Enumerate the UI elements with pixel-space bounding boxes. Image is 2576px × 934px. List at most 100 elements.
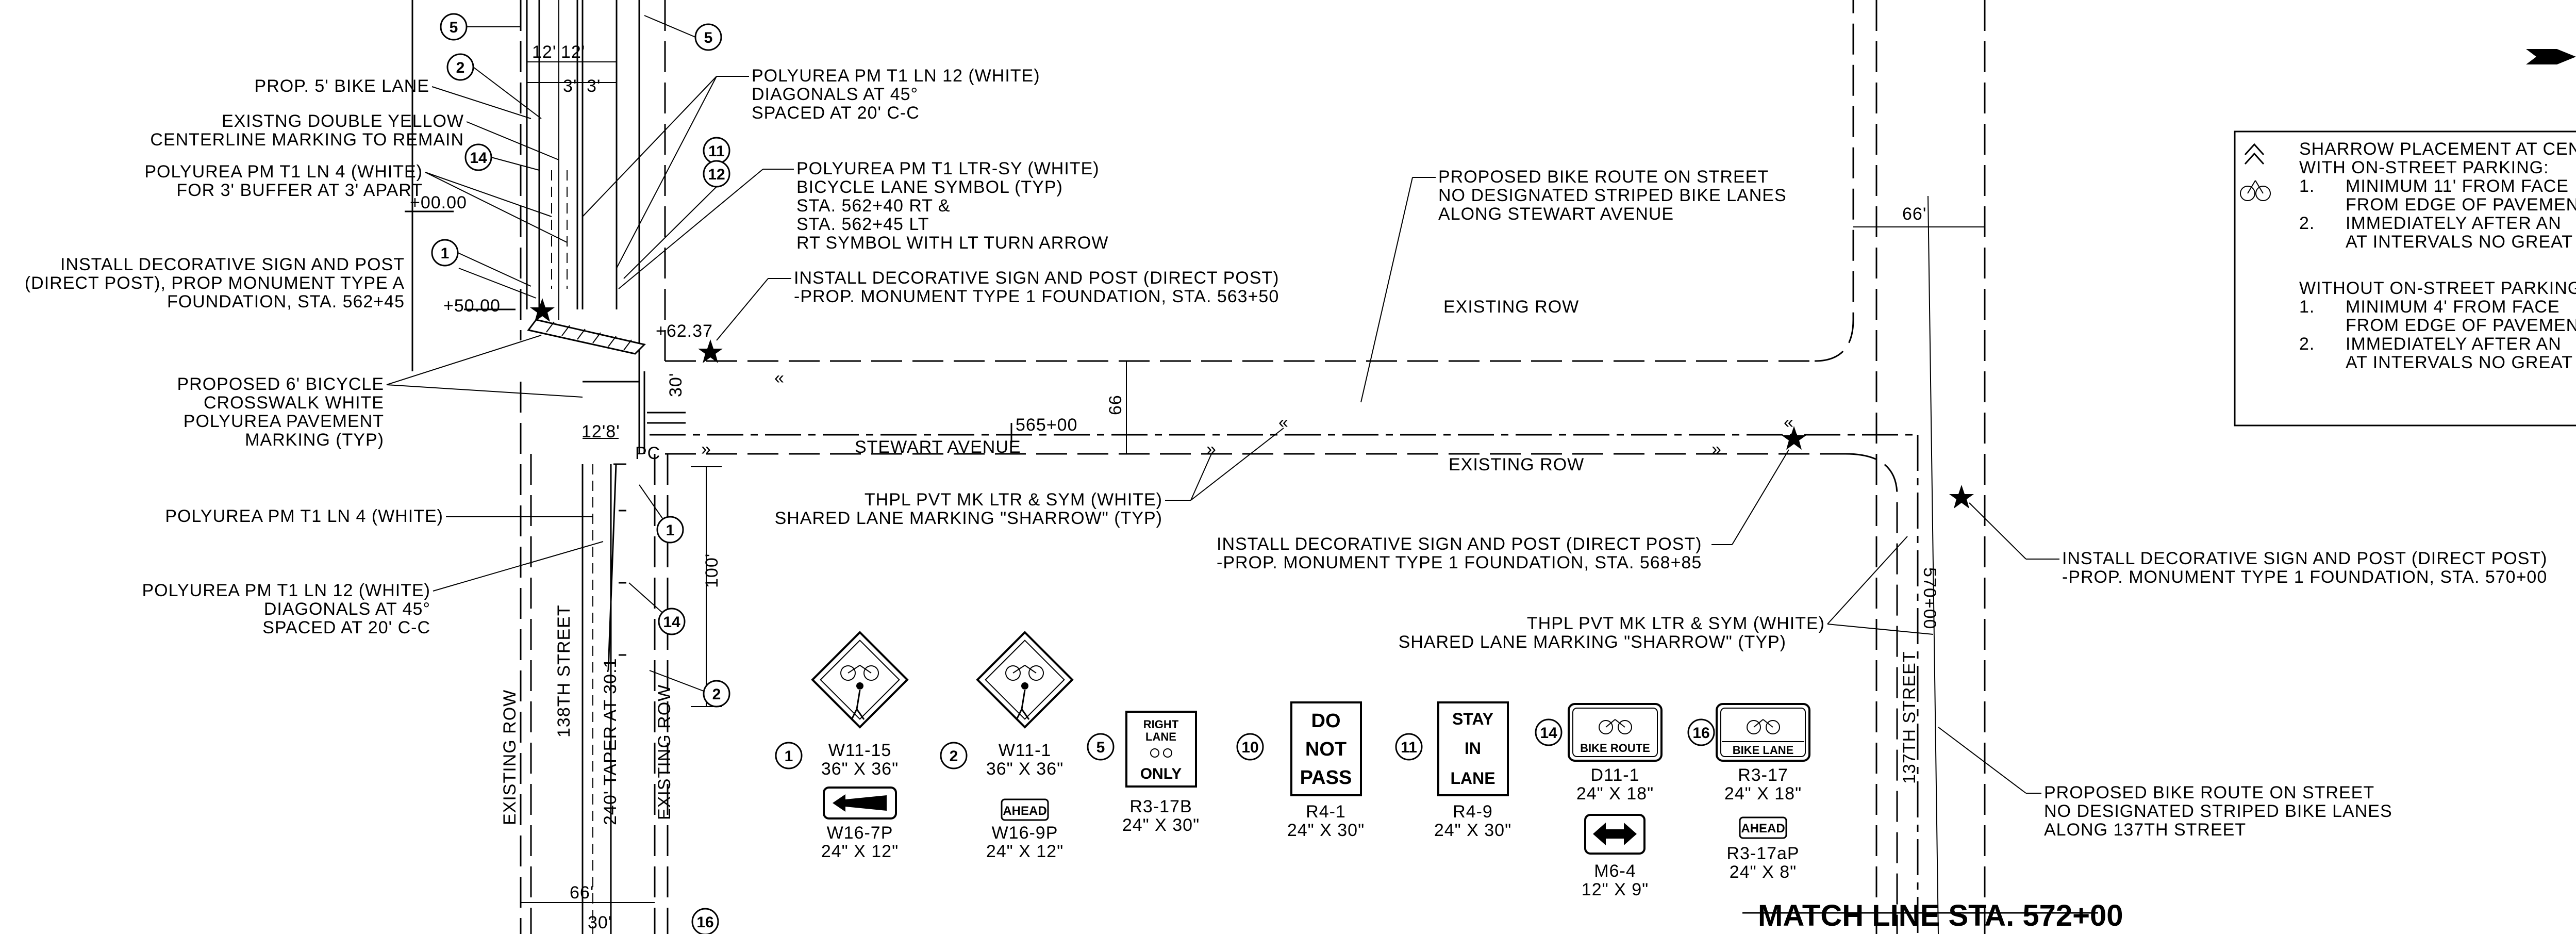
dim-100-label: 100' (702, 553, 722, 588)
callout-ln12-north-3: SPACED AT 20' C-C (752, 103, 920, 123)
station-plus-6237: +62.37 (656, 321, 713, 341)
callout-sign-562-2: (DIRECT POST), PROP MONUMENT TYPE A (25, 273, 405, 293)
legend-line-4: FROM EDGE OF PAVEMEN (2346, 195, 2576, 215)
street-138-north (411, 0, 666, 371)
callout-bike-symbol-2: BICYCLE LANE SYMBOL (TYP) (796, 177, 1063, 197)
sign-plate-w16-9p: AHEAD (1003, 804, 1046, 818)
callout-ln12-north-2: DIAGONALS AT 45° (752, 85, 918, 104)
callout-ln12-south-1: POLYUREA PM T1 LN 12 (WHITE) (142, 581, 430, 600)
station-plus-0000: +00.00 (410, 193, 467, 212)
callout-route-stewart-1: PROPOSED BIKE ROUTE ON STREET (1438, 167, 1769, 187)
callouts-right: INSTALL DECORATIVE SIGN AND POST (DIRECT… (1938, 502, 2548, 840)
stations-138: +00.00 +50.00 +62.37 (405, 193, 713, 341)
dim-30-bottom-label: 30' (588, 913, 612, 932)
dim-66-bottom-label: 66' (570, 883, 594, 903)
dim-12-8-label: 12'8' (581, 422, 620, 441)
sign-code-r4-9: R4-9 (1453, 802, 1493, 822)
callout-sharrow-2b: SHARED LANE MARKING "SHARROW" (TYP) (1399, 632, 1786, 652)
sign-marker-14: 14 (1540, 725, 1557, 742)
double-arrow-icon (1593, 823, 1637, 845)
sign-marker-2: 2 (950, 748, 958, 765)
station-label-565: 565+00 (1016, 415, 1077, 435)
callout-bike-lane: PROP. 5' BIKE LANE (255, 76, 429, 96)
callout-sharrow-2a: THPL PVT MK LTR & SYM (WHITE) (1527, 614, 1825, 633)
dim-12-8: 12'8' (581, 422, 620, 441)
sign-code-r3-17b: R3-17B (1129, 797, 1192, 816)
sharrow-legend: SHARROW PLACEMENT AT CEN WITH ON-STREET … (2234, 130, 2576, 427)
existing-row-left: EXISTING ROW (500, 690, 520, 825)
north-arrow-icon (2526, 49, 2576, 64)
callout-sign-568-1: INSTALL DECORATIVE SIGN AND POST (DIRECT… (1217, 534, 1702, 554)
sign-size-w11-15: 36" X 36" (821, 759, 899, 779)
callouts-center: POLYUREA PM T1 LN 12 (WHITE) DIAGONALS A… (582, 66, 1934, 652)
sign-size-r4-1: 24" X 30" (1287, 821, 1365, 840)
callout-sign-563-2: -PROP. MONUMENT TYPE 1 FOUNDATION, STA. … (794, 287, 1279, 306)
dim-12b: 12' (561, 42, 585, 62)
sign-code-r3-17: R3-17 (1738, 765, 1788, 785)
station-pc: PC (635, 444, 660, 463)
marker-1a: 1 (441, 245, 450, 262)
callout-route-137-3: ALONG 137TH STREET (2044, 820, 2246, 840)
dim-12a: 12' (532, 42, 556, 62)
street-label-138: 138TH STREET (554, 604, 574, 738)
dim-66-top: 66' (1853, 204, 1985, 227)
sign-text-right: RIGHT (1143, 718, 1179, 731)
dims-top: 12' 12' 3' 3' (527, 42, 617, 96)
marker-14a: 14 (470, 150, 487, 167)
marker-5b: 5 (704, 29, 713, 46)
marker-2a: 2 (456, 59, 465, 76)
sign-plate-r3-17ap: AHEAD (1741, 822, 1785, 835)
existing-row-top: EXISTING ROW (1443, 297, 1579, 317)
taper-label: 240' TAPER AT 30:1 (601, 658, 620, 825)
legend-line-3: MINIMUM 11' FROM FACE (2346, 176, 2569, 196)
sign-w11-15: 1 W11-15 36" X 36" W16-7P 24" X 12" (775, 631, 909, 861)
callout-ln4-2: FOR 3' BUFFER AT 3' APART (176, 181, 423, 200)
dim-66-road-label: 66 (1106, 395, 1125, 415)
sign-d11-1: 14 BIKE ROUTE D11-1 24" X 18" M6-4 12" X… (1535, 703, 1663, 899)
marker-11: 11 (708, 143, 725, 160)
station-label-570: 570+00 (1920, 567, 1939, 629)
sign-text-only: ONLY (1140, 765, 1182, 782)
legend-num-1a: 1. (2299, 176, 2315, 196)
legend-num-1b: 1. (2299, 297, 2315, 317)
callout-sharrow-1a: THPL PVT MK LTR & SYM (WHITE) (865, 490, 1162, 510)
dim-3b: 3' (587, 76, 601, 96)
sign-size-r4-9: 24" X 30" (1434, 821, 1511, 840)
sign-size-r3-17b: 24" X 30" (1122, 815, 1200, 835)
legend-line-1: SHARROW PLACEMENT AT CEN (2299, 139, 2576, 159)
sign-marker-5: 5 (1096, 739, 1105, 756)
sign-code-m6-4: M6-4 (1594, 861, 1636, 881)
callout-sign-570-1: INSTALL DECORATIVE SIGN AND POST (DIRECT… (2062, 549, 2548, 568)
callout-bike-symbol-5: RT SYMBOL WITH LT TURN ARROW (796, 233, 1108, 253)
sign-size-r3-17: 24" X 18" (1724, 784, 1802, 804)
callout-route-137-1: PROPOSED BIKE ROUTE ON STREET (2044, 783, 2374, 802)
sharrow-5: » (1711, 439, 1722, 459)
callout-ln4-south: POLYUREA PM T1 LN 4 (WHITE) (165, 506, 443, 526)
sign-marker-16: 16 (1692, 725, 1709, 742)
sign-text-do: DO (1311, 710, 1341, 732)
sharrow-2: » (701, 439, 711, 459)
sign-code-w16-7p: W16-7P (827, 823, 893, 843)
sign-text-bike-route: BIKE ROUTE (1580, 742, 1650, 755)
sharrow-1: « (774, 368, 785, 388)
bike-crosswalk (527, 319, 646, 355)
callout-ln12-north-1: POLYUREA PM T1 LN 12 (WHITE) (752, 66, 1040, 86)
existing-row-mid: EXISTING ROW (1449, 455, 1584, 474)
sign-text-lane: LANE (1145, 730, 1176, 743)
callout-crosswalk-2: CROSSWALK WHITE (204, 393, 384, 413)
legend-line-10: IMMEDIATELY AFTER AN (2346, 334, 2562, 354)
sign-size-r3-17ap: 24" X 8" (1730, 862, 1797, 882)
callout-crosswalk-1: PROPOSED 6' BICYCLE (177, 374, 385, 394)
sign-r3-17: 16 BIKE LANE R3-17 24" X 18" AHEAD R3-17… (1687, 703, 1810, 882)
legend-line-8: MINIMUM 4' FROM FACE (2346, 297, 2560, 317)
callout-sign-562-3: FOUNDATION, STA. 562+45 (167, 292, 405, 312)
legend-line-11: AT INTERVALS NO GREAT (2346, 353, 2573, 372)
match-line-label: MATCH LINE STA. 572+00 (1758, 899, 2123, 932)
sign-size-w11-1: 36" X 36" (986, 759, 1063, 779)
callout-sharrow-1b: SHARED LANE MARKING "SHARROW" (TYP) (775, 509, 1162, 528)
callout-route-137-2: NO DESIGNATED STRIPED BIKE LANES (2044, 801, 2392, 821)
sign-size-d11-1: 24" X 18" (1576, 784, 1654, 804)
sign-text-not: NOT (1305, 739, 1347, 760)
callout-ln4-1: POLYUREA PM T1 LN 4 (WHITE) (144, 162, 423, 182)
